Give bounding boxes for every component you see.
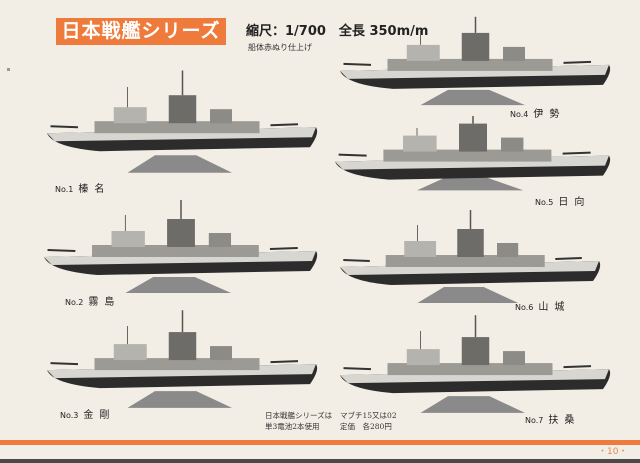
ship-name: 伊勢: [533, 109, 566, 120]
ship-name: 扶桑: [548, 415, 581, 426]
note-line: マブチ15又は02: [340, 411, 397, 420]
ship-name: 日向: [558, 197, 591, 208]
ship-number: No.7: [525, 416, 544, 425]
note-line: 単3電池2本使用: [265, 422, 320, 431]
ship-model-photo: [42, 195, 320, 299]
page-number: ・10・: [598, 447, 628, 457]
orange-divider: [0, 440, 640, 445]
ship-model-photo: [338, 205, 603, 309]
ship-model-photo: [45, 65, 320, 179]
series-title-banner: 日本戦艦シリーズ: [56, 18, 226, 45]
ship-number: No.2: [65, 298, 84, 307]
ship-number: No.1: [55, 185, 74, 194]
note-line: 定価 各280円: [340, 422, 392, 431]
ship-label: No.3 金剛: [60, 406, 115, 421]
ship-label: No.5 日向: [535, 193, 590, 208]
bottom-edge: [0, 459, 640, 463]
ship-model-photo: [45, 305, 320, 414]
ship-label: No.7 扶桑: [525, 411, 580, 426]
punch-hole: [7, 68, 10, 71]
ship-number: No.5: [535, 198, 554, 207]
ship-label: No.1 榛名: [55, 180, 110, 195]
note-line: 日本戦艦シリーズは: [265, 411, 333, 420]
scale-text: 縮尺：1/700 全長 350m/m: [246, 24, 429, 39]
ship-name: 霧島: [88, 297, 121, 308]
product-note: 日本戦艦シリーズはマブチ15又は02 単3電池2本使用 定価 各280円: [265, 410, 415, 432]
ship-label: No.6 山城: [515, 298, 570, 313]
ship-model-photo: [338, 12, 613, 111]
ship-model-photo: [338, 310, 613, 419]
ship-label: No.4 伊勢: [510, 105, 565, 120]
ship-name: 榛名: [78, 184, 111, 195]
ship-label: No.2 霧島: [65, 293, 120, 308]
ship-name: 金剛: [83, 410, 116, 421]
ship-number: No.3: [60, 411, 79, 420]
ship-number: No.6: [515, 303, 534, 312]
ship-number: No.4: [510, 110, 529, 119]
finish-text: 船体赤ぬり仕上げ: [248, 43, 312, 52]
ship-name: 山城: [538, 302, 571, 313]
ship-model-photo: [333, 112, 613, 196]
